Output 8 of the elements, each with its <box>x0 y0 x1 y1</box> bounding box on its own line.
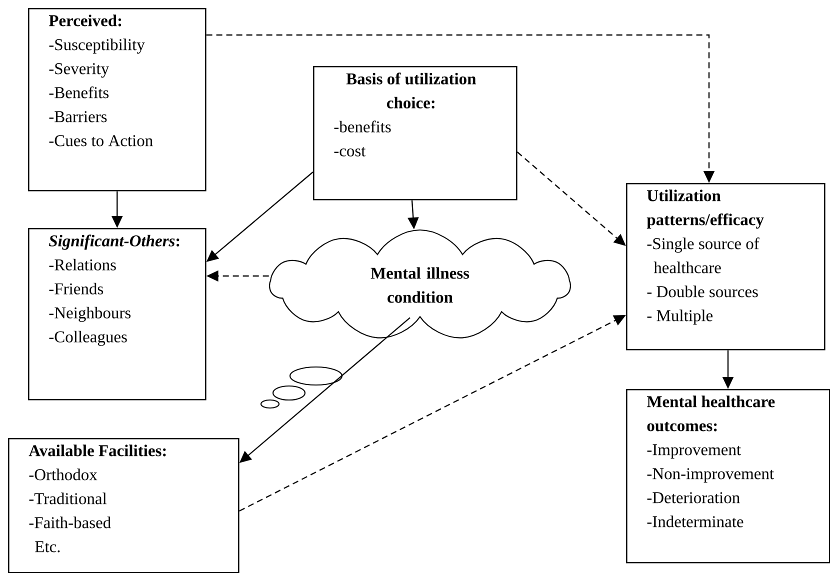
concept-box: Basis of utilization choice: -benefits -cost <box>313 66 518 200</box>
thought-cloud: Mental illness condition <box>269 229 572 338</box>
concept-box: Available Facilities: -Orthodox -Traditional -Faith-based Etc. <box>8 438 240 573</box>
concept-box: Mental healthcare outcomes: -Improvement -Non-improvement -Deterioration -Indeterminate <box>626 389 830 564</box>
arrow <box>516 152 626 246</box>
concept-box: Utilization patterns/efficacy -Single source of healthcare - Double sources - Multiple <box>626 183 826 350</box>
concept-box: Significant-Others: -Relations -Friends -Neighbours -Colleagues <box>28 228 206 400</box>
concept-box: Perceived: -Susceptibility -Severity -Benefits -Barriers -Cues to Action <box>28 8 206 192</box>
